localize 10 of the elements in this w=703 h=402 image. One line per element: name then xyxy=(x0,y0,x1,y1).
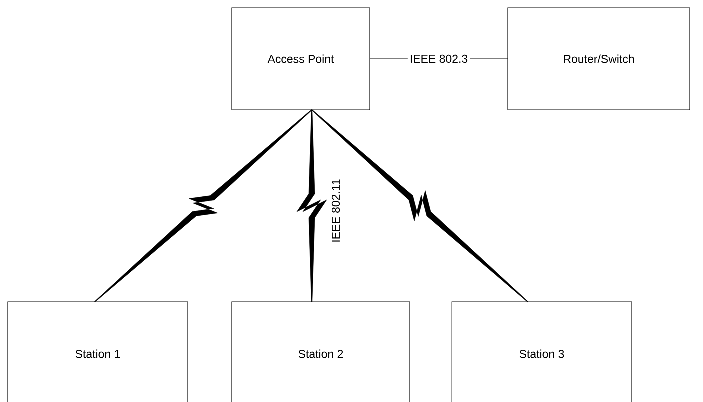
router-box: Router/Switch xyxy=(508,8,690,110)
edge-label: IEEE 802.3 xyxy=(408,52,470,66)
lightning-link xyxy=(296,110,328,302)
access-point-box: Access Point xyxy=(232,8,370,110)
lightning-link xyxy=(94,110,312,302)
station-box: Station 3 xyxy=(452,302,632,402)
edge-label: IEEE 802.11 xyxy=(330,178,342,244)
station-box: Station 1 xyxy=(8,302,188,402)
lightning-link xyxy=(312,110,528,302)
station-box: Station 2 xyxy=(232,302,410,402)
